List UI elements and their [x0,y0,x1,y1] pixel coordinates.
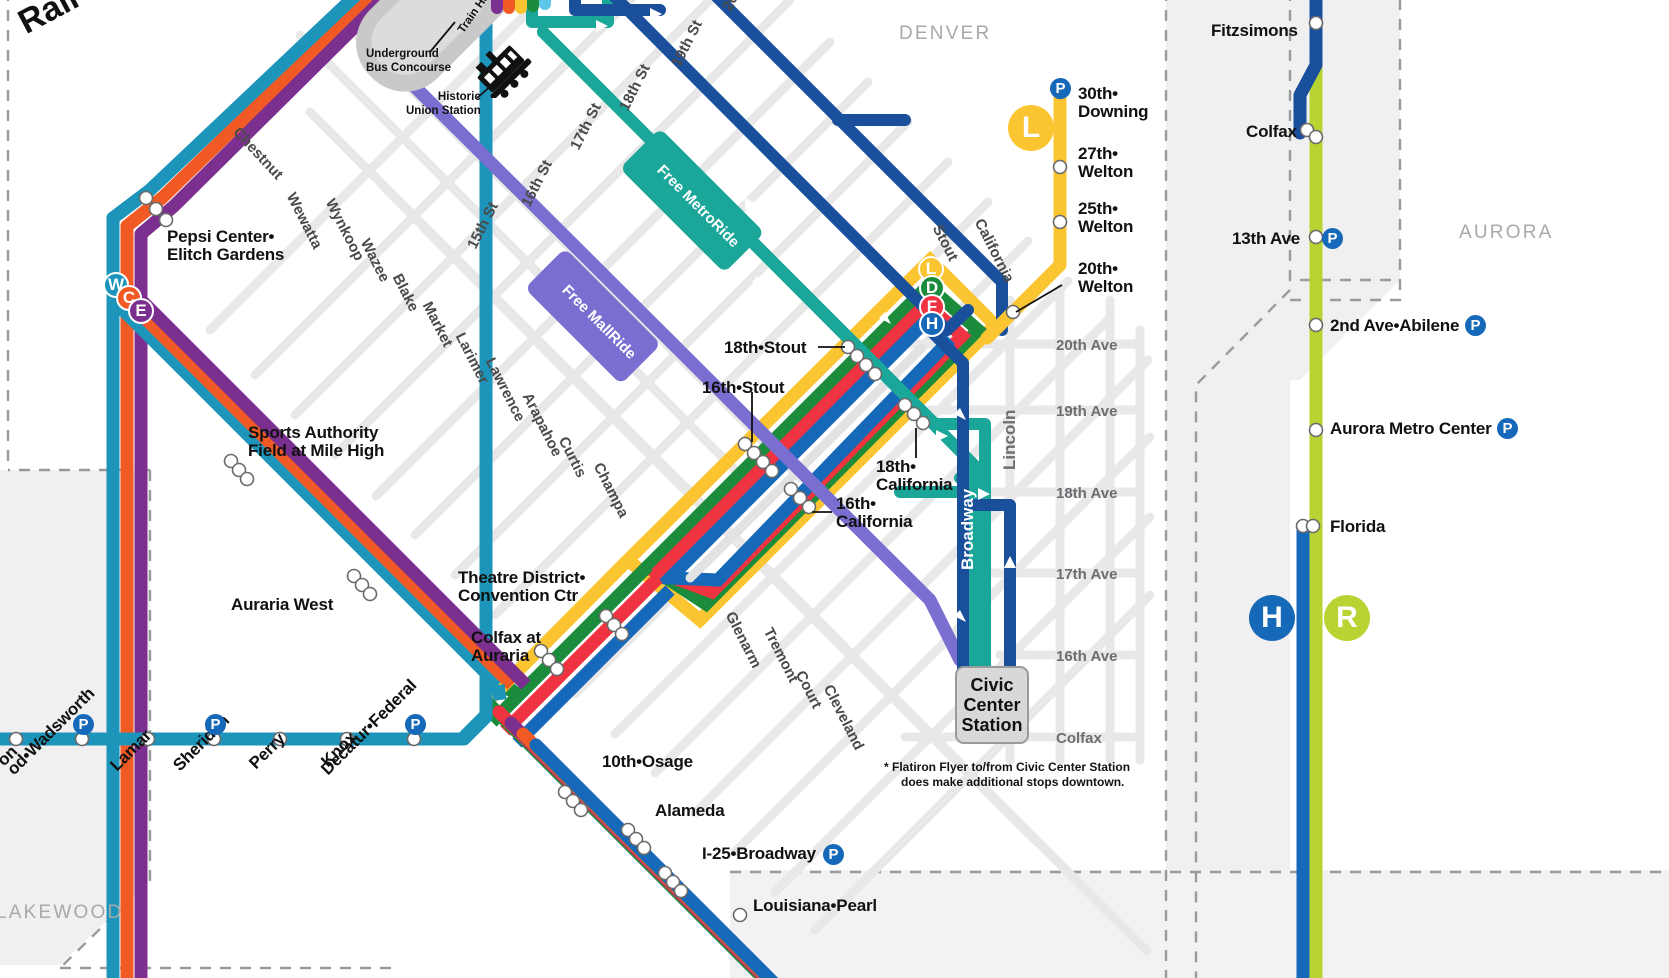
station-label-pepsi-center: Pepsi Center• Elitch Gardens [167,227,285,265]
underground-bus-concourse-label: Underground Bus Concourse [366,48,451,75]
union-station-complex [356,0,522,92]
civic-center-station-label: Civic Center Station [961,674,1023,736]
line-badge-l-large[interactable]: L [1008,105,1054,151]
downtown-bundle-southwest [482,555,675,748]
union-station-fan [491,0,551,14]
wce-diagonal [106,0,361,225]
avenue-label-17th: 17th Ave [1056,566,1118,583]
street-label-broadway: Broadway [958,488,977,570]
footnote-line-1: * Flatiron Flyer to/from Civic Center St… [884,760,1131,774]
station-label-20th-welton: 20th• Welton [1078,259,1134,297]
street-label-lincoln: Lincoln [1000,409,1019,470]
parking-icon: P [73,714,94,735]
avenue-label-16th: 16th Ave [1056,648,1118,665]
wce-main-diagonal [108,295,531,690]
city-label-denver: DENVER [899,23,992,44]
line-badge-f-letter: F [926,297,938,316]
station-label-florida: Florida [1330,517,1386,536]
station-label-30th-downing: 30th• Downing [1078,84,1149,122]
line-badge-e-letter: E [135,301,147,320]
station-label-theatre-district: Theatre District• Convention Ctr [458,568,586,606]
fare-zone-boundary [6,0,1669,978]
station-label-16th-california: 16th• California [836,494,913,532]
city-label-aurora: AURORA [1459,222,1554,243]
historic-union-station-label: Historic Union Station [406,91,481,118]
station-label-18th-stout: 18th•Stout [724,338,807,357]
station-leader-lines [751,284,1063,513]
station-label-i25-broadway: I-25•Broadway [702,844,816,863]
parking-icon: P [405,714,426,735]
avenue-label-18th: 18th Ave [1056,485,1118,502]
station-label-fitzsimons: Fitzsimons [1211,21,1298,40]
south-bundle-2 [491,684,507,701]
station-label-25th-welton: 25th• Welton [1078,199,1134,237]
station-label-colfax-auraria: Colfax at Auraria [471,628,541,666]
line-badge-l-letter: L [925,259,937,278]
avenue-label-19th: 19th Ave [1056,403,1118,420]
parking-icon: P [823,844,844,865]
line-badge-h-letter: H [925,314,939,333]
line-badge-d-letter: D [925,278,939,297]
station-label-2nd-ave-abilene: 2nd Ave•Abilene [1330,316,1460,335]
line-badge-l-large-letter: L [1021,111,1041,144]
station-label-colfax-aurora: Colfax [1246,122,1297,141]
station-label-sports-authority: Sports Authority Field at Mile High [248,423,385,461]
station-label-27th-welton: 27th• Welton [1078,144,1134,182]
parking-icon: P [205,714,226,735]
station-label-18th-california: 18th• California [876,457,953,495]
station-label-aurora-metro-center: Aurora Metro Center [1330,419,1492,438]
line-badge-e[interactable]: E [128,298,154,324]
station-label-auraria-west: Auraria West [231,595,334,614]
parking-icon: P [1497,418,1518,439]
line-badge-r-large[interactable]: R [1324,595,1370,641]
parking-icon: P [1465,315,1486,336]
station-markers [8,15,1324,923]
station-label-13th-ave: 13th Ave [1232,229,1301,248]
station-label-alameda: Alameda [655,801,725,820]
avenue-grid [895,285,1145,765]
line-badge-h-large-letter: H [1261,601,1283,634]
avenue-label-20th: 20th Ave [1056,337,1118,354]
train-icon [475,45,532,98]
civic-center-station-box[interactable]: Civic Center Station [955,666,1029,744]
line-badge-r-large-letter: R [1336,601,1358,634]
avenue-label-colfax: Colfax [1056,730,1102,747]
station-label-louisiana-pearl: Louisiana•Pearl [753,896,877,915]
w-line-west-tail [0,683,493,746]
line-badge-h-large[interactable]: H [1249,595,1295,641]
navy-broadway [924,324,1016,696]
station-label-10th-osage: 10th•Osage [602,752,693,771]
station-label-16th-stout: 16th•Stout [702,378,785,397]
line-badge-h[interactable]: H [919,311,945,337]
footnote-line-2: does make additional stops downtown. [901,775,1125,789]
parking-icon: P [1322,228,1343,249]
parking-icon: P [1050,78,1071,99]
city-label-lakewood: LAKEWOOD [0,902,124,923]
